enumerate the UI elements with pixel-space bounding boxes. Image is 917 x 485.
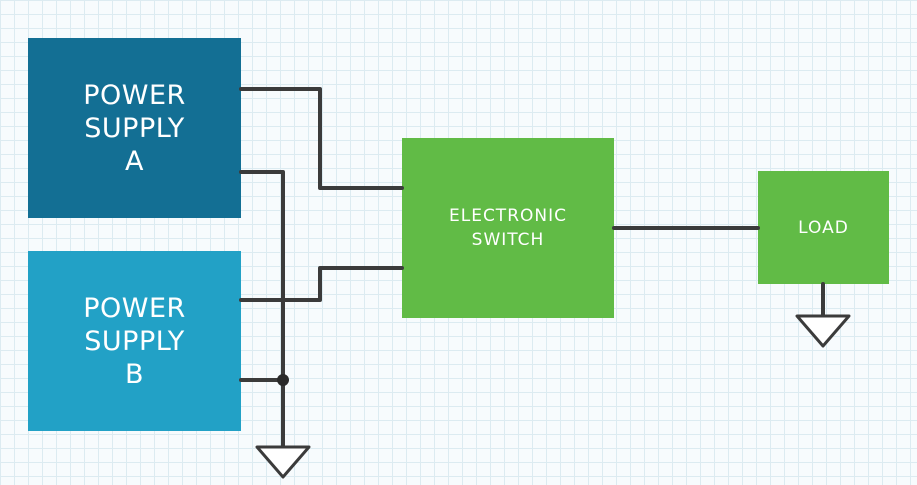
power-supply-b-label: POWER SUPPLY B <box>83 292 186 390</box>
ground-icon <box>795 314 851 348</box>
electronic-switch-block: ELECTRONIC SWITCH <box>402 138 614 318</box>
wire-supply-a-ground-return <box>239 170 285 449</box>
wire-supply-a-to-switch <box>239 87 404 190</box>
load-label: LOAD <box>798 217 849 238</box>
power-supply-a-label: POWER SUPPLY A <box>83 79 186 177</box>
power-supply-b-block: POWER SUPPLY B <box>28 251 241 431</box>
wires <box>239 87 825 449</box>
junction-dot-icon <box>277 374 289 386</box>
ground-icon <box>255 445 311 479</box>
load-block: LOAD <box>758 171 889 284</box>
wire-supply-b-to-switch <box>239 266 404 302</box>
electronic-switch-label: ELECTRONIC SWITCH <box>448 206 567 250</box>
power-supply-a-block: POWER SUPPLY A <box>28 38 241 218</box>
